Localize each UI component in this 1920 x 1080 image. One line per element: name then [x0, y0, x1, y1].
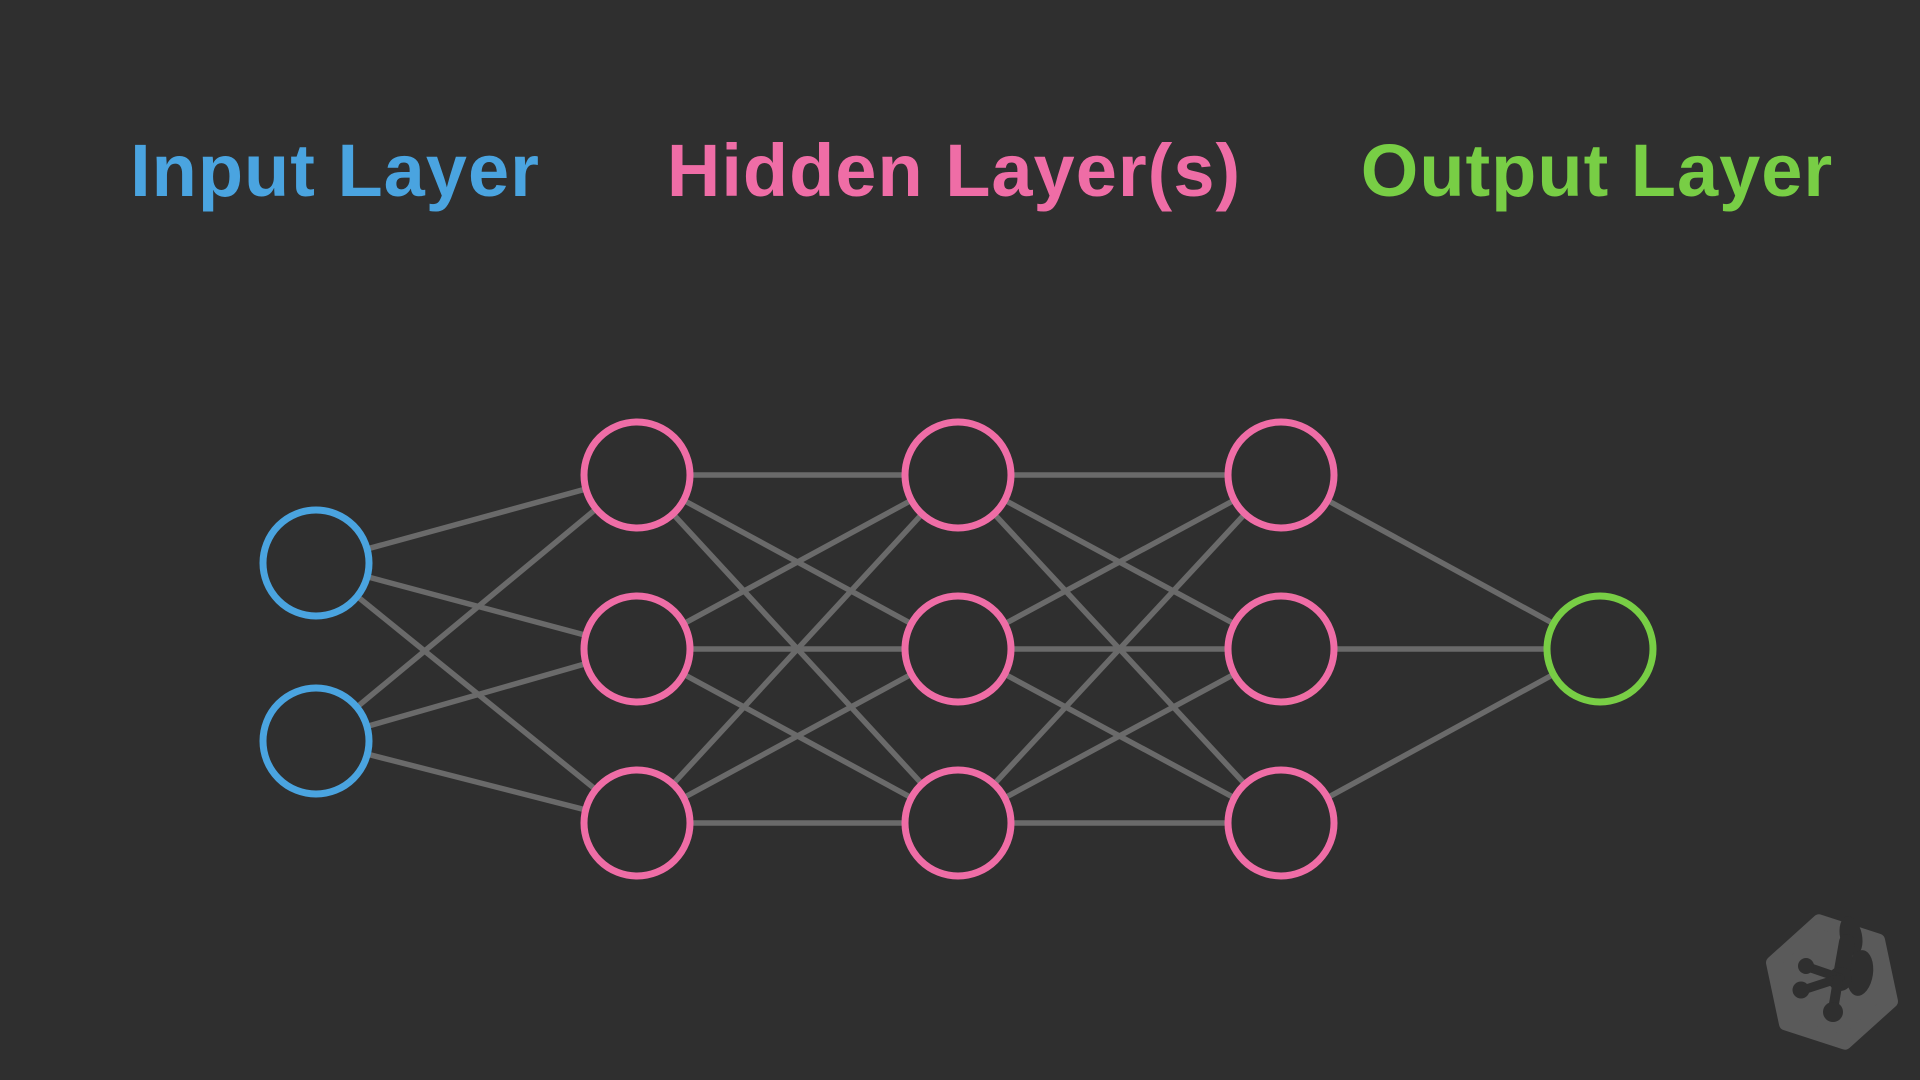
node-group [259, 418, 1657, 880]
hidden-1-node [580, 766, 694, 880]
hidden-2-node [901, 418, 1015, 532]
hidden-1-node [580, 592, 694, 706]
edge-hidden-1-to-hidden-2 [635, 472, 960, 652]
hidden-3-node [1224, 766, 1338, 880]
edge-hidden-3-to-output [1279, 646, 1602, 826]
edge-hidden-3-to-output [1279, 472, 1602, 652]
hidden-1-node [580, 418, 694, 532]
frog-body [1846, 950, 1874, 996]
edge-hidden-2-to-hidden-3 [956, 472, 1283, 652]
input-layer-label: Input Layer [130, 129, 540, 212]
edge-hidden-2-to-hidden-3 [955, 473, 1284, 825]
output-node [1543, 592, 1657, 706]
hidden-2-node [901, 592, 1015, 706]
edge-hidden-1-to-hidden-2 [635, 646, 960, 826]
input-node [259, 506, 373, 620]
frog-toe-tip [1823, 1002, 1843, 1022]
output-layer-label: Output Layer [1360, 129, 1834, 212]
hidden-3-node [1224, 418, 1338, 532]
edge-hidden-2-to-hidden-3 [956, 646, 1283, 826]
input-node [259, 684, 373, 798]
hidden-layer-label: Hidden Layer(s) [666, 129, 1242, 212]
treehouse-logo [1766, 914, 1898, 1050]
hidden-2-node [901, 766, 1015, 880]
frog-foot-icon [1792, 916, 1874, 1022]
frog-toe-tip [1792, 981, 1810, 999]
edge-input-to-hidden-1 [314, 472, 639, 744]
hidden-3-node [1224, 592, 1338, 706]
frog-toe-tip [1798, 958, 1814, 974]
edge-hidden-1-to-hidden-2 [634, 473, 961, 825]
